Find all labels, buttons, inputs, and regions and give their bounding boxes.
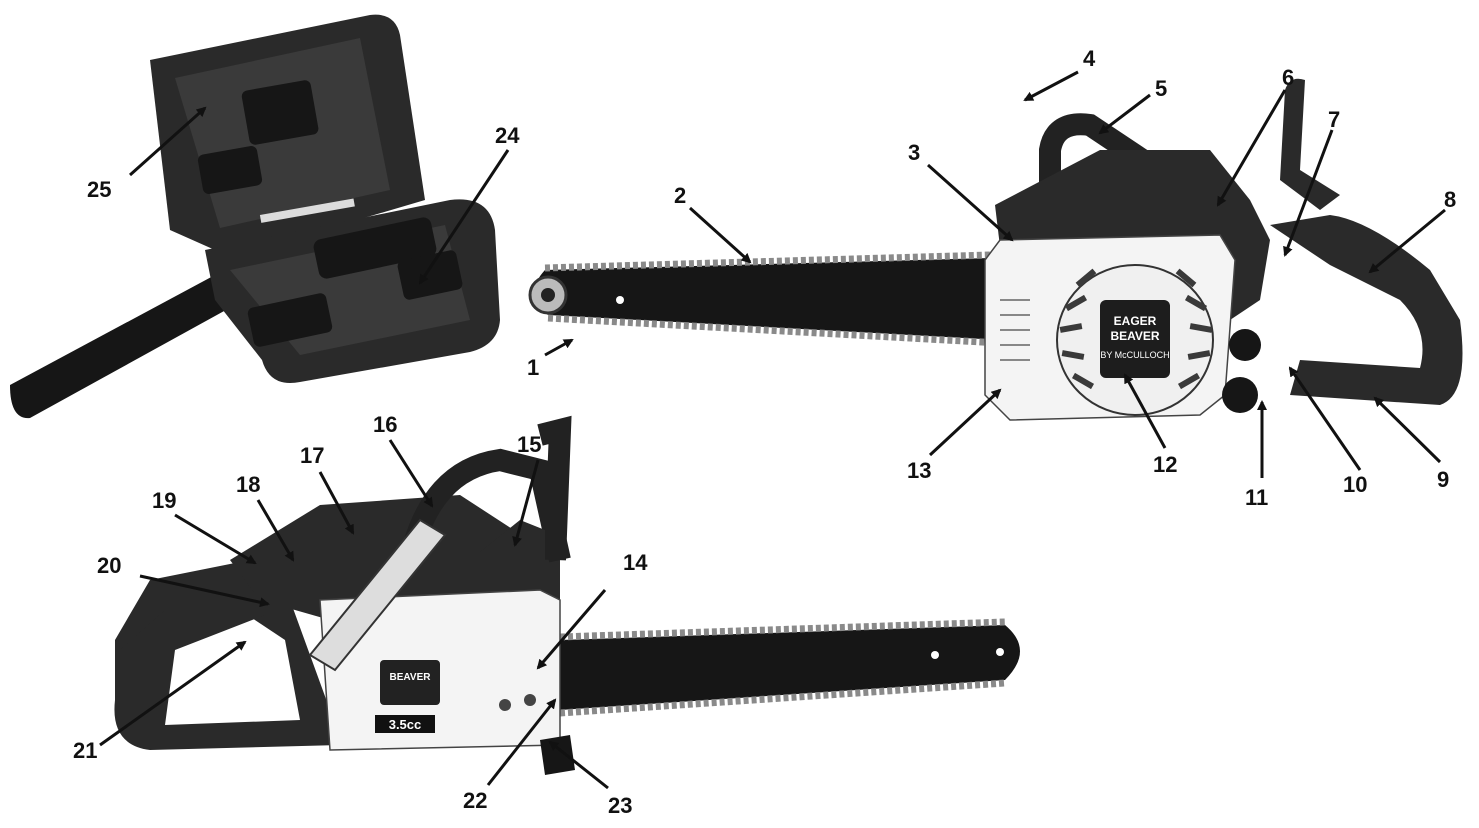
callout-6: 6 bbox=[1282, 65, 1294, 90]
callout-12: 12 bbox=[1153, 452, 1177, 477]
callout-10: 10 bbox=[1343, 472, 1367, 497]
callout-18: 18 bbox=[236, 472, 260, 497]
leader-12 bbox=[1123, 373, 1167, 449]
leader-17 bbox=[318, 471, 355, 535]
leader-6 bbox=[1216, 89, 1287, 207]
leader-22 bbox=[486, 698, 557, 786]
leader-1 bbox=[544, 338, 574, 357]
leader-24 bbox=[418, 149, 510, 285]
leader-2 bbox=[688, 206, 752, 264]
callout-21: 21 bbox=[73, 738, 97, 763]
callout-13: 13 bbox=[907, 458, 931, 483]
callout-16: 16 bbox=[373, 412, 397, 437]
leader-14 bbox=[536, 589, 607, 670]
leader-20 bbox=[139, 574, 270, 608]
callout-14: 14 bbox=[623, 550, 648, 575]
callout-3: 3 bbox=[908, 140, 920, 165]
callout-8: 8 bbox=[1444, 187, 1456, 212]
callout-labels: 1 2 3 4 5 6 7 8 9 10 11 12 13 14 15 16 1… bbox=[73, 46, 1456, 818]
leader-3 bbox=[927, 163, 1014, 242]
leader-4 bbox=[1023, 70, 1079, 102]
leader-5 bbox=[1098, 93, 1151, 135]
callout-5: 5 bbox=[1155, 76, 1167, 101]
leader-13 bbox=[928, 388, 1002, 457]
leader-19 bbox=[174, 513, 257, 565]
callout-4: 4 bbox=[1083, 46, 1096, 71]
callout-15: 15 bbox=[517, 432, 541, 457]
leader-10 bbox=[1288, 366, 1362, 471]
chainsaw-left-view-illustration: BEAVER 3.5cc bbox=[114, 415, 1020, 775]
callout-leaders bbox=[99, 70, 1446, 790]
callout-17: 17 bbox=[300, 443, 324, 468]
callout-19: 19 bbox=[152, 488, 176, 513]
chainsaw-right-view-illustration: EAGER BEAVER BY McCULLOCH bbox=[528, 78, 1463, 421]
leader-21 bbox=[99, 640, 247, 747]
leader-8 bbox=[1368, 208, 1446, 274]
leader-23 bbox=[548, 740, 609, 790]
callout-2: 2 bbox=[674, 183, 686, 208]
leader-25 bbox=[129, 106, 207, 177]
leader-9 bbox=[1373, 396, 1442, 464]
callout-20: 20 bbox=[97, 553, 121, 578]
callout-7: 7 bbox=[1328, 107, 1340, 132]
leader-16 bbox=[388, 439, 434, 508]
callout-11: 11 bbox=[1245, 485, 1268, 510]
leader-18 bbox=[256, 499, 295, 562]
callout-25: 25 bbox=[87, 177, 111, 202]
callout-9: 9 bbox=[1437, 467, 1449, 492]
displacement-badge: 3.5cc bbox=[389, 717, 422, 732]
callout-23: 23 bbox=[608, 793, 632, 818]
callout-22: 22 bbox=[463, 788, 487, 813]
callout-1: 1 bbox=[527, 355, 539, 380]
brand-maker: BY McCULLOCH bbox=[1100, 350, 1169, 360]
carry-case-illustration bbox=[10, 14, 500, 419]
callout-24: 24 bbox=[495, 123, 520, 148]
brand-logo-side: BEAVER bbox=[390, 672, 432, 683]
leader-7 bbox=[1283, 129, 1334, 257]
brand-logo-top: EAGER bbox=[1114, 314, 1157, 328]
brand-logo-bottom: BEAVER bbox=[1110, 329, 1159, 343]
leader-15 bbox=[512, 459, 540, 547]
